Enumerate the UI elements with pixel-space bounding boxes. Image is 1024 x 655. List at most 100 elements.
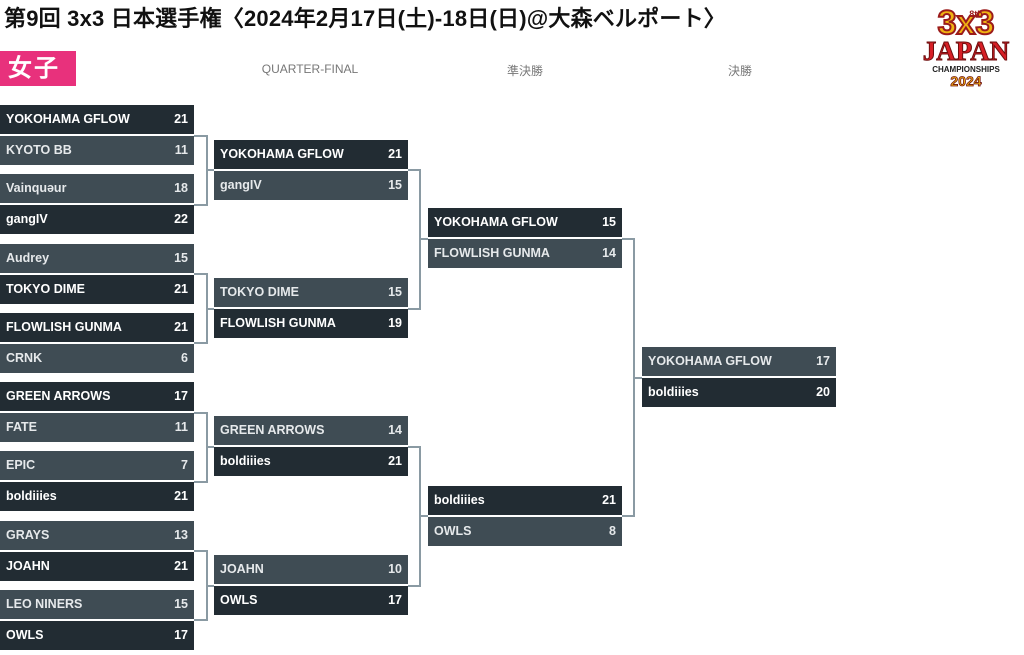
team-name: JOAHN: [220, 562, 264, 576]
team-score: 15: [602, 215, 616, 229]
team-name: JOAHN: [6, 559, 50, 573]
page-title: 第9回 3x3 日本選手権〈2024年2月17日(土)-18日(日)@大森ベルポ…: [4, 6, 726, 31]
team-name: OWLS: [220, 593, 258, 607]
final-match-1-team-a[interactable]: YOKOHAMA GFLOW 17: [642, 347, 836, 376]
category-badge[interactable]: 女子: [0, 51, 76, 86]
team-score: 14: [388, 423, 402, 437]
r16-match-3-team-a[interactable]: Audrey 15: [0, 244, 194, 273]
r16-match-2-team-b[interactable]: gangIV 22: [0, 205, 194, 234]
team-score: 20: [816, 385, 830, 399]
r16-match-3-team-b[interactable]: TOKYO DIME 21: [0, 275, 194, 304]
team-score: 11: [174, 143, 188, 157]
team-name: LEO NINERS: [6, 597, 83, 611]
sf-match-1-team-b[interactable]: FLOWLISH GUNMA 14: [428, 239, 622, 268]
svg-text:CHAMPIONSHIPS: CHAMPIONSHIPS: [932, 65, 1000, 74]
r16-match-4-team-a[interactable]: FLOWLISH GUNMA 21: [0, 313, 194, 342]
team-name: YOKOHAMA GFLOW: [434, 215, 558, 229]
team-name: GRAYS: [6, 528, 50, 542]
team-name: boldiiies: [434, 493, 485, 507]
team-name: Audrey: [6, 251, 50, 265]
team-score: 14: [602, 246, 616, 260]
team-name: YOKOHAMA GFLOW: [220, 147, 344, 161]
team-name: FLOWLISH GUNMA: [434, 246, 550, 260]
team-score: 18: [174, 181, 188, 195]
team-score: 17: [388, 593, 402, 607]
team-score: 13: [174, 528, 188, 542]
r16-match-8-team-b[interactable]: OWLS 17: [0, 621, 194, 650]
svg-text:8th: 8th: [969, 9, 983, 19]
round-label-semi-final: 準決勝: [506, 64, 543, 78]
sf-match-2-team-a[interactable]: boldiiies 21: [428, 486, 622, 515]
qf-match-3-team-a[interactable]: GREEN ARROWS 14: [214, 416, 408, 445]
team-score: 11: [174, 420, 188, 434]
r16-match-6-team-b[interactable]: boldiiies 21: [0, 482, 194, 511]
team-name: FLOWLISH GUNMA: [220, 316, 336, 330]
sf-match-2-team-b[interactable]: OWLS 8: [428, 517, 622, 546]
team-score: 21: [174, 320, 188, 334]
r16-match-1-team-a[interactable]: YOKOHAMA GFLOW 21: [0, 105, 194, 134]
qf-match-4-team-b[interactable]: OWLS 17: [214, 586, 408, 615]
team-score: 21: [388, 147, 402, 161]
team-name: FATE: [6, 420, 38, 434]
team-name: TOKYO DIME: [220, 285, 299, 299]
team-name: YOKOHAMA GFLOW: [6, 112, 130, 126]
r16-match-5-team-b[interactable]: FATE 11: [0, 413, 194, 442]
team-score: 21: [174, 559, 188, 573]
svg-text:2024: 2024: [950, 73, 981, 88]
svg-text:3x3: 3x3: [938, 4, 995, 42]
team-score: 21: [174, 489, 188, 503]
qf-match-1-team-a[interactable]: YOKOHAMA GFLOW 21: [214, 140, 408, 169]
team-name: KYOTO BB: [6, 143, 72, 157]
team-name: gangIV: [6, 212, 48, 226]
team-name: boldiiies: [6, 489, 57, 503]
round-label-quarter-final: QUARTER-FINAL: [261, 62, 359, 76]
team-score: 17: [174, 389, 188, 403]
round-label-final: 決勝: [727, 64, 752, 78]
team-name: gangIV: [220, 178, 262, 192]
team-score: 10: [388, 562, 402, 576]
sf-match-1-team-a[interactable]: YOKOHAMA GFLOW 15: [428, 208, 622, 237]
team-score: 21: [602, 493, 616, 507]
team-name: boldiiies: [220, 454, 271, 468]
team-score: 15: [174, 251, 188, 265]
qf-match-3-team-b[interactable]: boldiiies 21: [214, 447, 408, 476]
team-score: 8: [609, 524, 616, 538]
team-score: 21: [174, 112, 188, 126]
team-name: TOKYO DIME: [6, 282, 85, 296]
r16-match-7-team-a[interactable]: GRAYS 13: [0, 521, 194, 550]
qf-match-2-team-b[interactable]: FLOWLISH GUNMA 19: [214, 309, 408, 338]
team-name: FLOWLISH GUNMA: [6, 320, 122, 334]
qf-match-4-team-a[interactable]: JOAHN 10: [214, 555, 408, 584]
r16-match-7-team-b[interactable]: JOAHN 21: [0, 552, 194, 581]
team-score: 21: [388, 454, 402, 468]
team-name: OWLS: [6, 628, 44, 642]
team-name: Vainquəur: [6, 181, 67, 195]
team-score: 22: [174, 212, 188, 226]
team-name: GREEN ARROWS: [220, 423, 325, 437]
qf-match-1-team-b[interactable]: gangIV 15: [214, 171, 408, 200]
r16-match-6-team-a[interactable]: EPIC 7: [0, 451, 194, 480]
r16-match-5-team-a[interactable]: GREEN ARROWS 17: [0, 382, 194, 411]
team-score: 17: [816, 354, 830, 368]
r16-match-2-team-a[interactable]: Vainquəur 18: [0, 174, 194, 203]
qf-match-2-team-a[interactable]: TOKYO DIME 15: [214, 278, 408, 307]
svg-text:JAPAN: JAPAN: [923, 36, 1010, 66]
team-score: 15: [174, 597, 188, 611]
team-name: CRNK: [6, 351, 43, 365]
japan-championships-logo: 3x3 8th JAPAN CHAMPIONSHIPS 2024: [922, 4, 1010, 88]
team-score: 21: [174, 282, 188, 296]
team-score: 7: [181, 458, 188, 472]
team-name: EPIC: [6, 458, 36, 472]
team-name: YOKOHAMA GFLOW: [648, 354, 772, 368]
team-score: 15: [388, 178, 402, 192]
team-score: 15: [388, 285, 402, 299]
team-score: 17: [174, 628, 188, 642]
r16-match-8-team-a[interactable]: LEO NINERS 15: [0, 590, 194, 619]
team-name: OWLS: [434, 524, 472, 538]
team-name: GREEN ARROWS: [6, 389, 111, 403]
team-score: 19: [388, 316, 402, 330]
r16-match-1-team-b[interactable]: KYOTO BB 11: [0, 136, 194, 165]
